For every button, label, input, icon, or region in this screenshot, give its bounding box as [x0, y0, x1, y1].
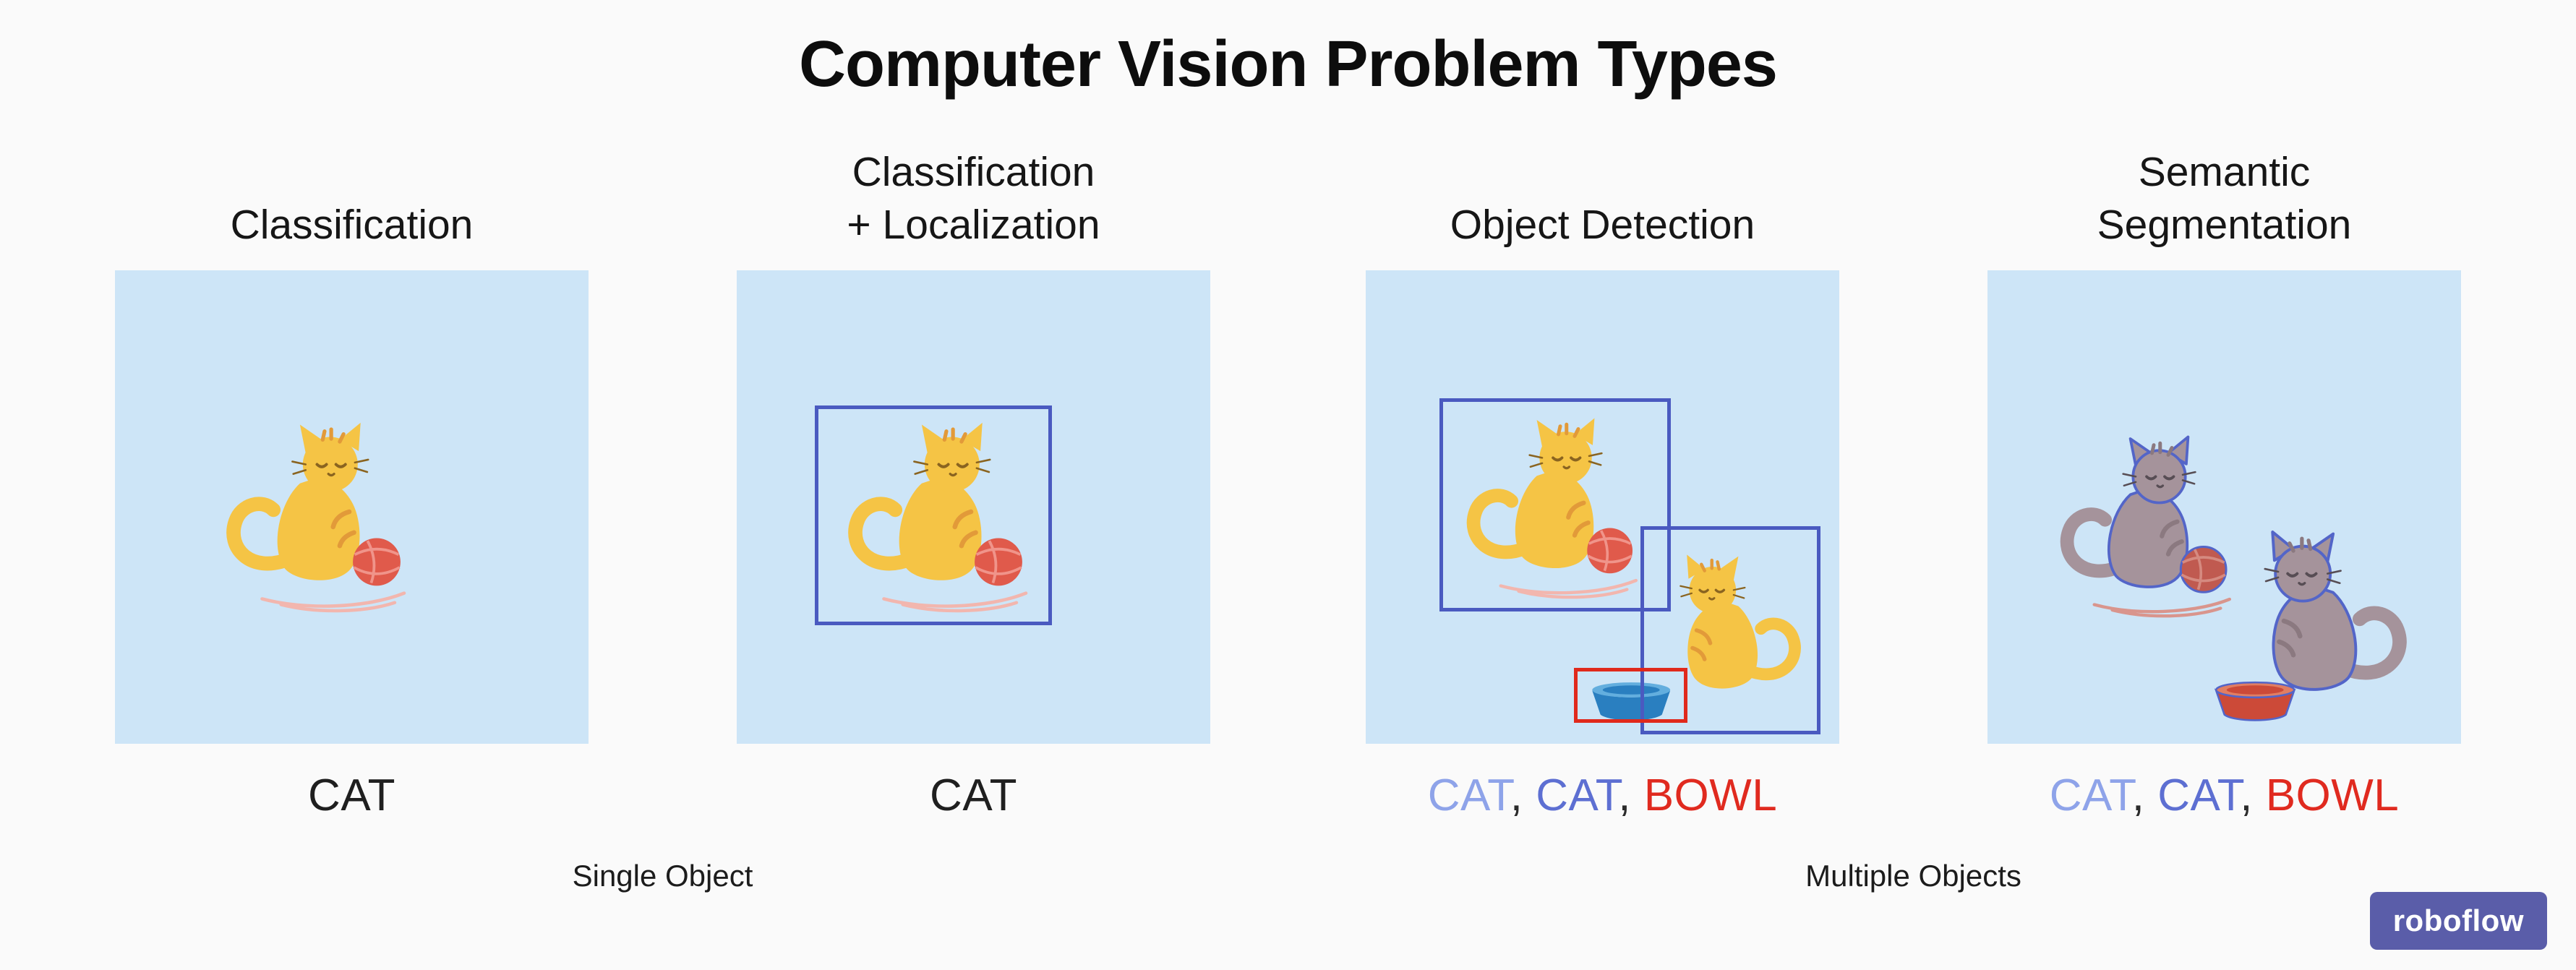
panel-groups: Classification CAT Classification + Loca… — [0, 142, 2576, 893]
cat-with-yarn-illustration — [215, 417, 423, 616]
image-classification-localization — [737, 270, 1210, 744]
label-separator: , — [1618, 771, 1644, 820]
label-separator: , — [1510, 771, 1536, 820]
roboflow-logo: roboflow — [2369, 892, 2547, 950]
panel-heading-classification-localization: Classification + Localization — [847, 149, 1100, 249]
single-object-panels: Classification CAT Classification + Loca… — [115, 142, 1210, 821]
label-separator: , — [2240, 771, 2266, 820]
label-separator: , — [2131, 771, 2158, 820]
panel-label-semantic-segmentation: CAT, CAT, BOWL — [1987, 770, 2461, 821]
panel-heading-object-detection: Object Detection — [1450, 202, 1755, 249]
multiple-objects-group: Object Detection CAT, CAT, BOWL Semantic… — [1366, 142, 2461, 893]
label-cat: CAT — [930, 771, 1017, 820]
segmented-bowl-illustration — [2210, 680, 2300, 725]
panel-label-object-detection: CAT, CAT, BOWL — [1366, 770, 1839, 821]
panel-object-detection: Object Detection CAT, CAT, BOWL — [1366, 142, 1839, 821]
label-cat-2: CAT — [1536, 771, 1619, 820]
panel-classification: Classification CAT — [115, 142, 589, 821]
label-cat-1: CAT — [2049, 771, 2132, 820]
group-caption-multiple-objects: Multiple Objects — [1805, 859, 2021, 893]
bounding-box-cat — [815, 405, 1052, 626]
panel-classification-localization: Classification + Localization CAT — [737, 142, 1210, 821]
label-cat-2: CAT — [2157, 771, 2241, 820]
panel-semantic-segmentation: Semantic Segmentation CAT, CAT, BOWL — [1987, 142, 2461, 821]
group-caption-single-object: Single Object — [572, 859, 753, 893]
image-semantic-segmentation — [1987, 270, 2461, 744]
single-object-group: Classification CAT Classification + Loca… — [115, 142, 1210, 893]
page-title: Computer Vision Problem Types — [799, 28, 1778, 100]
bounding-box-bowl — [1574, 668, 1688, 723]
panel-label-classification-localization: CAT — [737, 770, 1210, 821]
segmented-cat-with-yarn-illustration — [2049, 432, 2248, 621]
label-cat-1: CAT — [1427, 771, 1510, 820]
label-bowl: BOWL — [1643, 771, 1778, 820]
panel-heading-semantic-segmentation: Semantic Segmentation — [2097, 149, 2352, 249]
image-classification — [115, 270, 589, 744]
label-bowl: BOWL — [2265, 771, 2400, 820]
panel-heading-classification: Classification — [230, 202, 474, 249]
multiple-objects-panels: Object Detection CAT, CAT, BOWL Semantic… — [1366, 142, 2461, 821]
bounding-box-cat-2 — [1640, 525, 1820, 734]
image-object-detection — [1366, 270, 1839, 744]
panel-label-classification: CAT — [115, 770, 589, 821]
bounding-box-cat-1 — [1439, 398, 1672, 611]
label-cat: CAT — [308, 771, 395, 820]
